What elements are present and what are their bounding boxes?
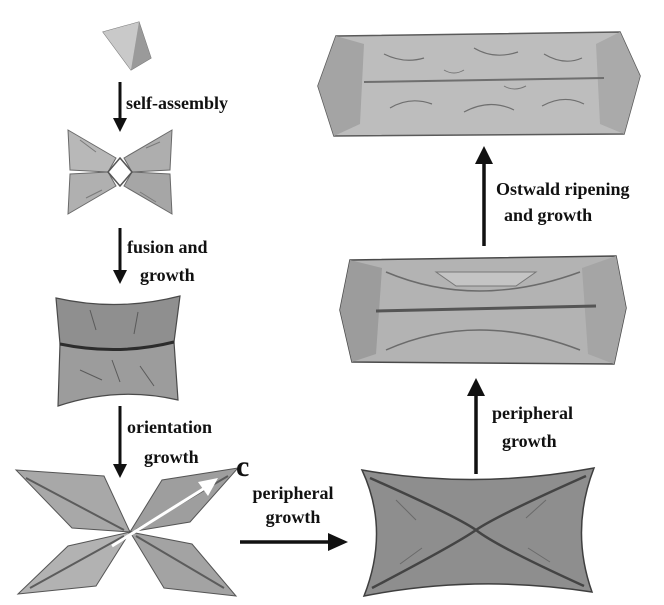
label-peripheral2-line2: growth xyxy=(502,430,557,452)
up-arrow-ostwald xyxy=(472,146,496,250)
stage6-elongated-prism-crystal xyxy=(336,250,630,370)
label-ostwald-line1: Ostwald ripening xyxy=(496,178,630,200)
stage1-tetrahedron-crystal xyxy=(95,18,155,73)
label-peripheral1-line1: peripheral xyxy=(238,482,348,504)
label-fusion-line2: growth xyxy=(140,264,195,286)
label-ostwald-line2: and growth xyxy=(504,204,592,226)
label-fusion-line1: fusion and xyxy=(127,236,208,258)
stage4-x-shaped-crystal xyxy=(12,462,242,600)
label-peripheral2-line1: peripheral xyxy=(492,402,573,424)
label-peripheral1-line2: growth xyxy=(238,506,348,528)
stage2-star-assembly-crystal xyxy=(66,128,174,216)
up-arrow-peripheral2 xyxy=(464,378,488,474)
stage7-ripened-prism-crystal xyxy=(314,24,644,144)
label-axis-c: c xyxy=(236,452,249,482)
label-self-assembly: self-assembly xyxy=(126,92,228,114)
right-arrow-peripheral1 xyxy=(240,530,352,554)
label-orientation-line1: orientation xyxy=(127,416,212,438)
stage5-bowtie-crystal xyxy=(356,460,600,602)
stage3-fused-crystal xyxy=(50,290,186,412)
